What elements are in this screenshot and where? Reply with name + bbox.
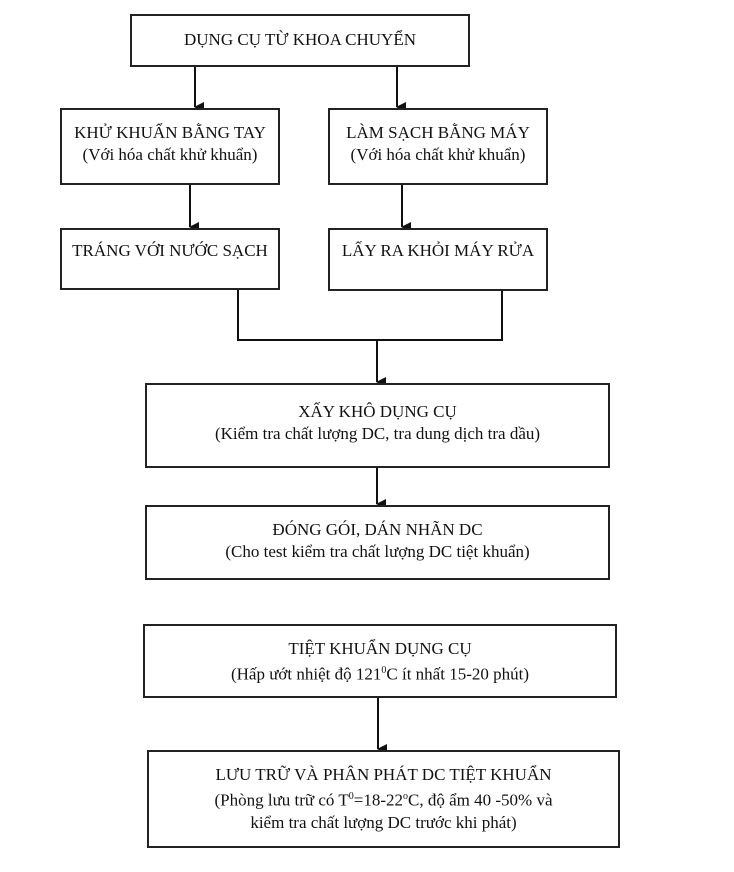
step-package-box: ĐÓNG GÓI, DÁN NHÃN DC (Cho test kiểm tra… [145,505,610,580]
step-title: TIỆT KHUẨN DỤNG CỤ [288,639,472,658]
subtitle-part: =18-22 [353,790,404,810]
step-rinse-box: TRÁNG VỚI NƯỚC SẠCH [60,228,280,290]
step-subtitle: (Cho test kiểm tra chất lượng DC tiệt kh… [225,542,530,561]
step-title: LÀM SẠCH BẰNG MÁY [346,123,530,142]
step-dry-box: XẤY KHÔ DỤNG CỤ (Kiểm tra chất lượng DC,… [145,383,610,468]
step-title: DỤNG CỤ TỪ KHOA CHUYỂN [184,30,416,49]
step-title: TRÁNG VỚI NƯỚC SẠCH [72,241,268,260]
merge-line [237,290,503,341]
subtitle-part: C, độ ẩm 40 -50% và [408,790,553,810]
subtitle-part: (Phòng lưu trữ có T [214,790,349,810]
degree-superscript: o [403,791,409,802]
step-title: LẤY RA KHỎI MÁY RỬA [341,241,535,260]
degree-superscript: 0 [381,665,387,676]
superscript: 0 [348,791,354,802]
step-sterilize-box: TIỆT KHUẨN DỤNG CỤ (Hấp ướt nhiệt độ 121… [143,624,617,698]
step-title: KHỬ KHUẨN BẰNG TAY [74,123,266,142]
step-subtitle: (Kiểm tra chất lượng DC, tra dung dịch t… [214,424,541,443]
step-remove-machine-box: LẤY RA KHỎI MÁY RỬA [328,228,548,291]
step-subtitle: (Với hóa chất khử khuẩn) [350,145,526,164]
step-storage-box: LƯU TRỮ VÀ PHÂN PHÁT DC TIỆT KHUẨN (Phòn… [147,750,620,848]
subtitle-part: C ít nhất 15-20 phút) [386,664,529,684]
step-manual-disinfect-box: KHỬ KHUẨN BẰNG TAY (Với hóa chất khử khu… [60,108,280,185]
step-subtitle-line2: kiểm tra chất lượng DC trước khi phát) [250,812,517,832]
step-title: ĐÓNG GÓI, DÁN NHÃN DC [272,520,483,539]
step-subtitle-line1: (Phòng lưu trữ có T0=18-22oC, độ ẩm 40 -… [149,786,618,812]
step-source-box: DỤNG CỤ TỪ KHOA CHUYỂN [130,14,470,67]
subtitle-part: (Hấp ướt nhiệt độ 121 [230,664,382,684]
step-subtitle: (Với hóa chất khử khuẩn) [82,145,258,164]
step-title: XẤY KHÔ DỤNG CỤ [298,402,457,421]
step-subtitle: (Hấp ướt nhiệt độ 1210C ít nhất 15-20 ph… [145,660,615,686]
step-machine-clean-box: LÀM SẠCH BẰNG MÁY (Với hóa chất khử khuẩ… [328,108,548,185]
step-title: LƯU TRỮ VÀ PHÂN PHÁT DC TIỆT KHUẨN [215,765,552,784]
